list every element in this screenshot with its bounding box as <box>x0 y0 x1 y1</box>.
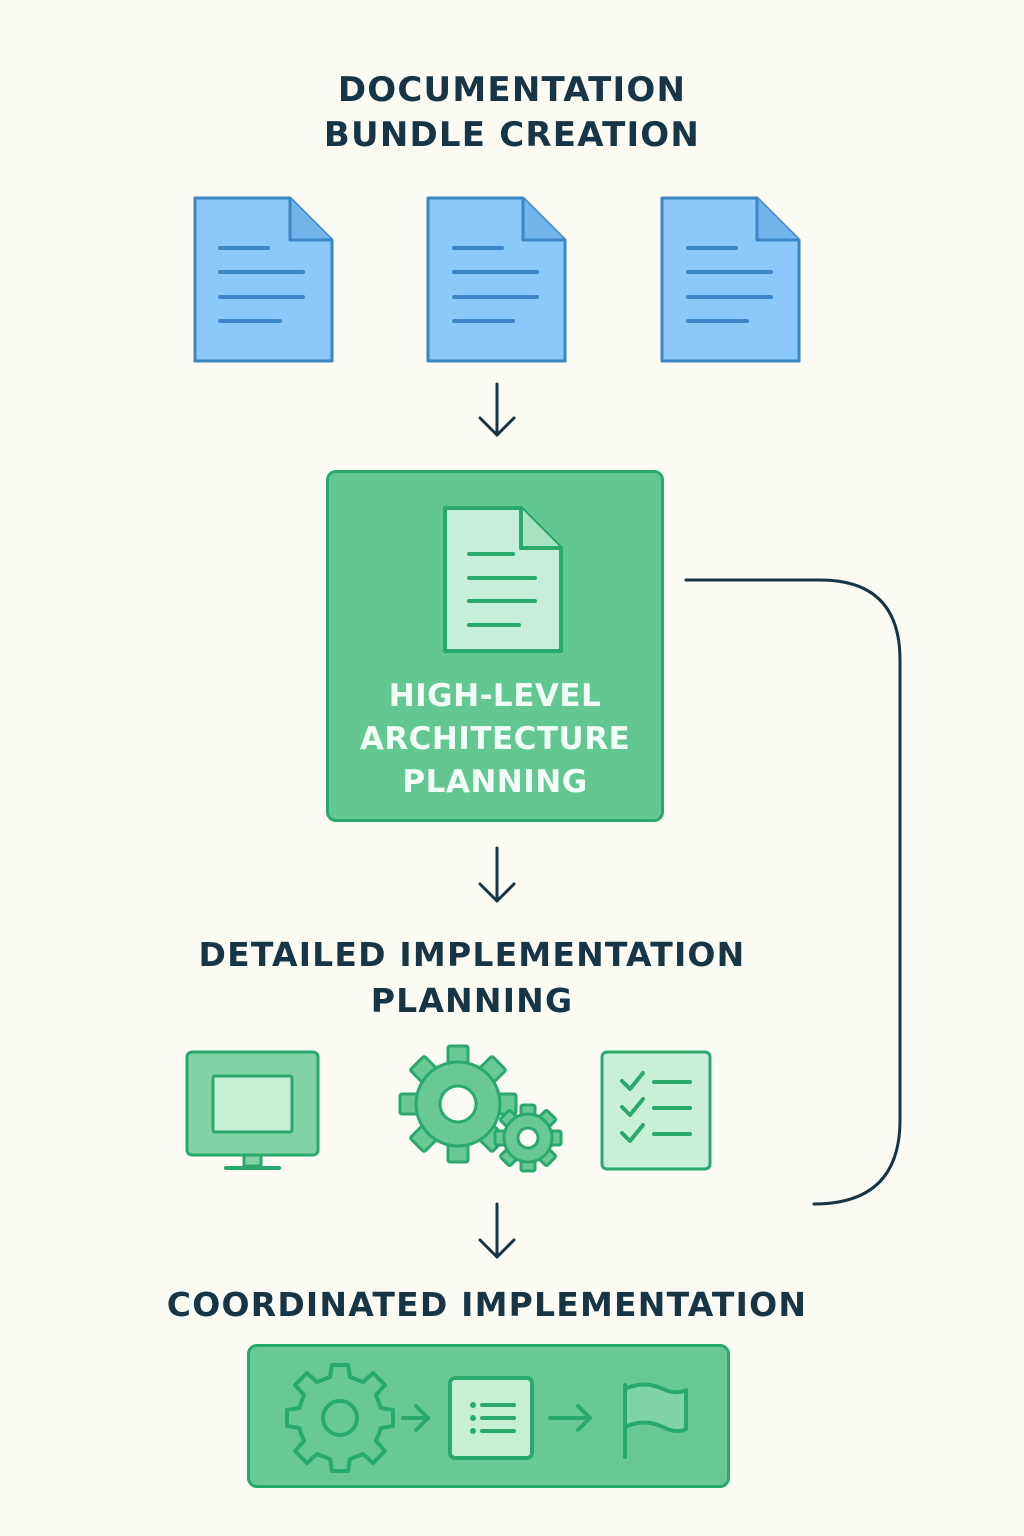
high-level-architecture-planning-box: HIGH-LEVEL ARCHITECTURE PLANNING <box>326 470 664 822</box>
arrow-right-icon <box>401 1404 430 1432</box>
document-icon <box>660 196 801 363</box>
feedback-connector <box>684 578 902 1206</box>
list-icon <box>448 1376 534 1460</box>
document-icon <box>443 506 563 653</box>
coordinated-implementation-title: COORDINATED IMPLEMENTATION <box>0 1284 999 1326</box>
down-arrow-icon <box>478 1202 516 1259</box>
high-level-architecture-label-line-2: ARCHITECTURE <box>359 721 631 757</box>
monitor-icon <box>185 1050 320 1170</box>
down-arrow-icon <box>478 846 516 903</box>
documentation-bundle-title-line-2: BUNDLE CREATION <box>323 115 701 155</box>
coordinated-implementation-graphic <box>285 1363 688 1473</box>
document-icon <box>193 196 334 363</box>
checklist-icon <box>600 1050 712 1171</box>
high-level-architecture-label-line-3: PLANNING <box>402 764 588 800</box>
flag-icon <box>623 1382 688 1459</box>
arrow-right-icon <box>548 1404 592 1432</box>
down-arrow-icon <box>478 382 516 437</box>
gear-icon <box>285 1363 395 1473</box>
documentation-bundle-title-line-1: DOCUMENTATION <box>337 70 687 110</box>
detailed-implementation-title-line-1: DETAILED IMPLEMENTATION <box>198 935 746 974</box>
detailed-implementation-title-line-2: PLANNING <box>370 981 574 1020</box>
coordinated-implementation-title-text: COORDINATED IMPLEMENTATION <box>166 1285 808 1324</box>
detailed-implementation-title: DETAILED IMPLEMENTATION PLANNING <box>0 932 984 1024</box>
coordinated-implementation-box <box>247 1344 730 1488</box>
high-level-architecture-label: HIGH-LEVEL ARCHITECTURE PLANNING <box>329 675 661 804</box>
high-level-architecture-label-line-1: HIGH-LEVEL <box>388 678 602 714</box>
gears-icon <box>398 1044 563 1173</box>
documentation-bundle-title: DOCUMENTATION BUNDLE CREATION <box>0 68 1024 158</box>
high-level-architecture-graphic <box>443 506 563 653</box>
document-icon <box>426 196 567 363</box>
